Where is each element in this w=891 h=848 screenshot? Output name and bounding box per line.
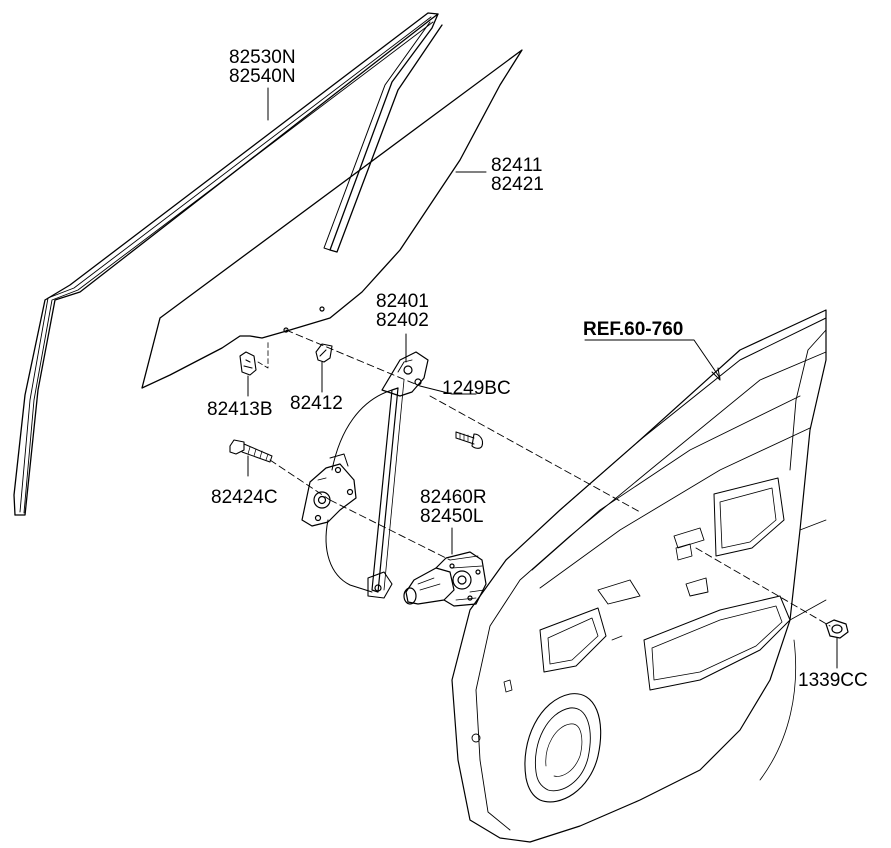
glass-hole xyxy=(319,306,325,312)
label-motor-line-1: 82460R xyxy=(420,487,487,508)
label-door-glass: 82411 82421 xyxy=(491,156,544,194)
label-door-glass-line-1: 82411 xyxy=(491,155,543,176)
label-motor-line-2: 82450L xyxy=(420,506,484,527)
bolt-82424c xyxy=(229,439,273,477)
grommet-1339cc xyxy=(825,619,849,669)
label-run-channel-line-2: 82540N xyxy=(229,66,296,87)
label-clip: 82413B xyxy=(207,399,273,420)
label-regulator: 82401 82402 xyxy=(376,292,429,330)
bolt-1249bc xyxy=(455,431,484,449)
assembly-lines xyxy=(269,329,831,627)
label-reference: REF.60-760 xyxy=(583,319,684,340)
label-grommet: 1339CC xyxy=(798,670,868,691)
window-regulator xyxy=(301,351,429,599)
glass-clip xyxy=(239,339,269,397)
door-inner-panel xyxy=(451,309,827,843)
label-bracket: 82412 xyxy=(290,393,343,414)
window-run-channel xyxy=(13,12,443,516)
door-glass xyxy=(141,49,523,389)
label-run-channel: 82530N 82540N xyxy=(229,48,296,86)
glass-bracket xyxy=(315,343,333,393)
label-regulator-line-1: 82401 xyxy=(376,291,429,312)
label-run-channel-line-1: 82530N xyxy=(229,47,296,68)
label-motor: 82460R 82450L xyxy=(420,488,487,526)
label-bolt-82424c: 82424C xyxy=(211,487,278,508)
label-door-glass-line-2: 82421 xyxy=(491,174,544,195)
leader-lines xyxy=(267,87,721,395)
glass-hole xyxy=(283,327,289,333)
label-bolt-1249bc: 1249BC xyxy=(442,378,511,399)
regulator-motor xyxy=(403,527,487,607)
label-regulator-line-2: 82402 xyxy=(376,310,429,331)
